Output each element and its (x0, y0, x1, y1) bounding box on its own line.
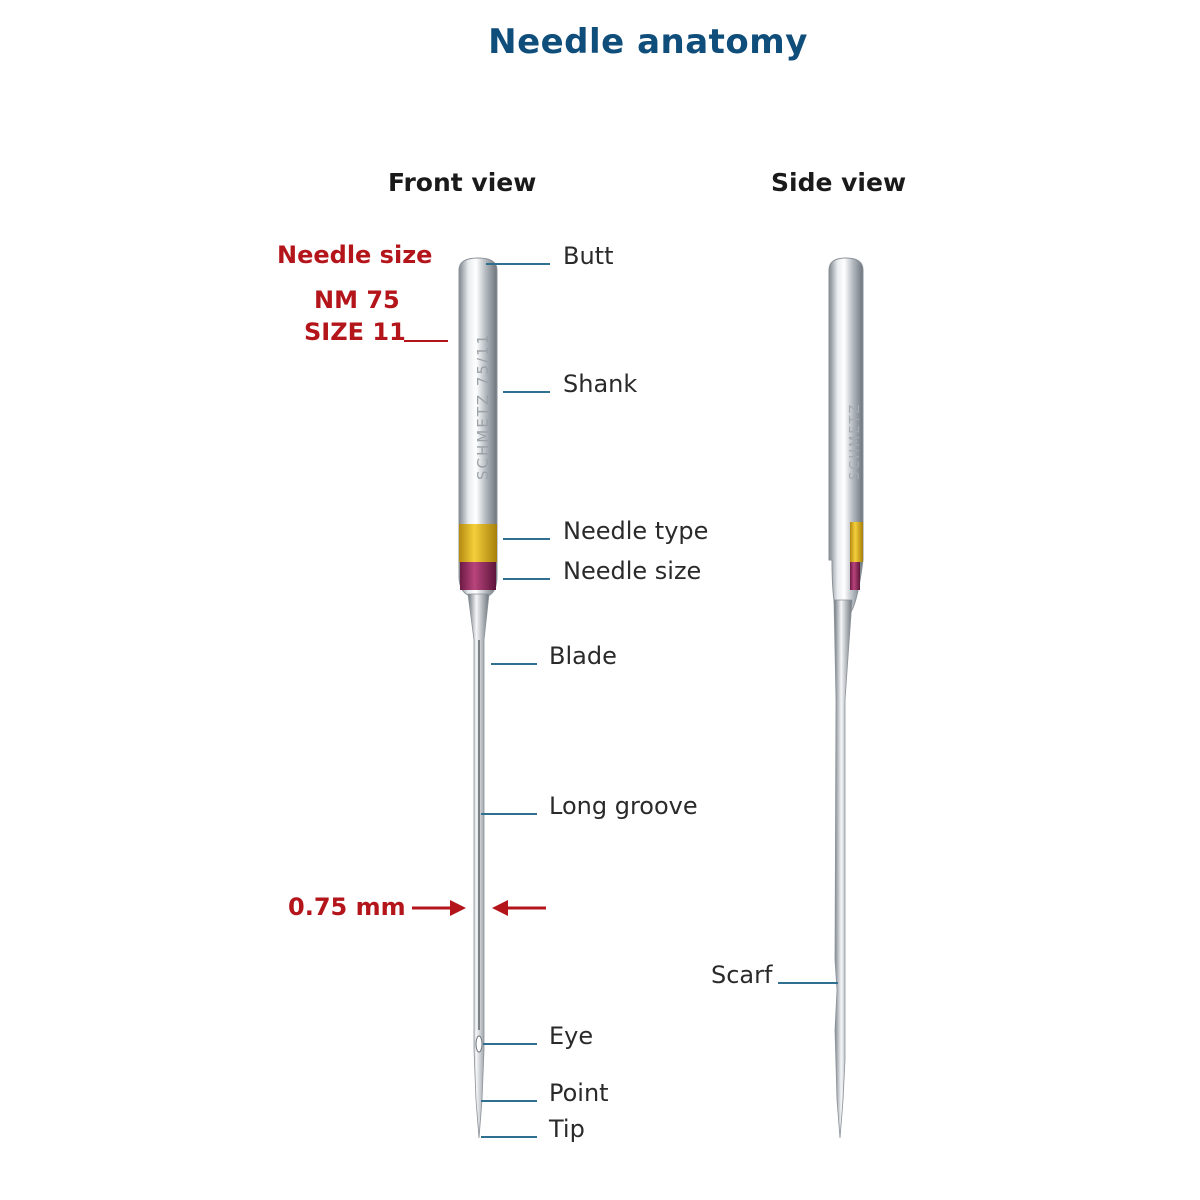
side-shank-engraving: SCHMETZ (848, 403, 863, 480)
red-callouts (404, 340, 546, 916)
front-view-heading: Front view (388, 168, 537, 197)
front-eye (475, 1035, 483, 1053)
side-needle-size-band (850, 562, 860, 590)
front-butt-and-shank (458, 257, 498, 597)
side-needle-type-band (850, 522, 863, 562)
label-shank: Shank (563, 370, 638, 398)
label-tip: Tip (549, 1115, 585, 1143)
leader-lines (481, 263, 838, 1138)
diameter-arrow-right-head (492, 900, 508, 916)
label-butt: Butt (563, 242, 614, 270)
label-blade: Blade (549, 642, 617, 670)
title-text: Needle anatomy (488, 22, 808, 62)
label-scarf: Scarf (711, 961, 773, 989)
side-blade (833, 599, 853, 1139)
side-needle: SCHMETZ (828, 257, 864, 1139)
front-needle-type-band (459, 524, 497, 562)
label-needle-size: Needle size (563, 557, 702, 585)
label-eye: Eye (549, 1022, 594, 1050)
front-needle: SCHMETZ 75/11 (458, 257, 498, 1139)
page-title: Needle anatomy (0, 22, 1200, 62)
label-long-groove: Long groove (549, 792, 698, 820)
needle-size-callout-heading: Needle size (277, 241, 433, 269)
front-needle-size-band (460, 562, 496, 590)
diameter-arrow-left-head (450, 900, 466, 916)
diameter-callout: 0.75 mm (288, 893, 406, 921)
needle-size-size: SIZE 11 (304, 318, 406, 346)
label-point: Point (549, 1079, 609, 1107)
front-shank-engraving: SCHMETZ 75/11 (474, 333, 492, 480)
label-needle-type: Needle type (563, 517, 709, 545)
side-view-heading: Side view (771, 168, 907, 197)
needle-size-nm: NM 75 (314, 286, 400, 314)
